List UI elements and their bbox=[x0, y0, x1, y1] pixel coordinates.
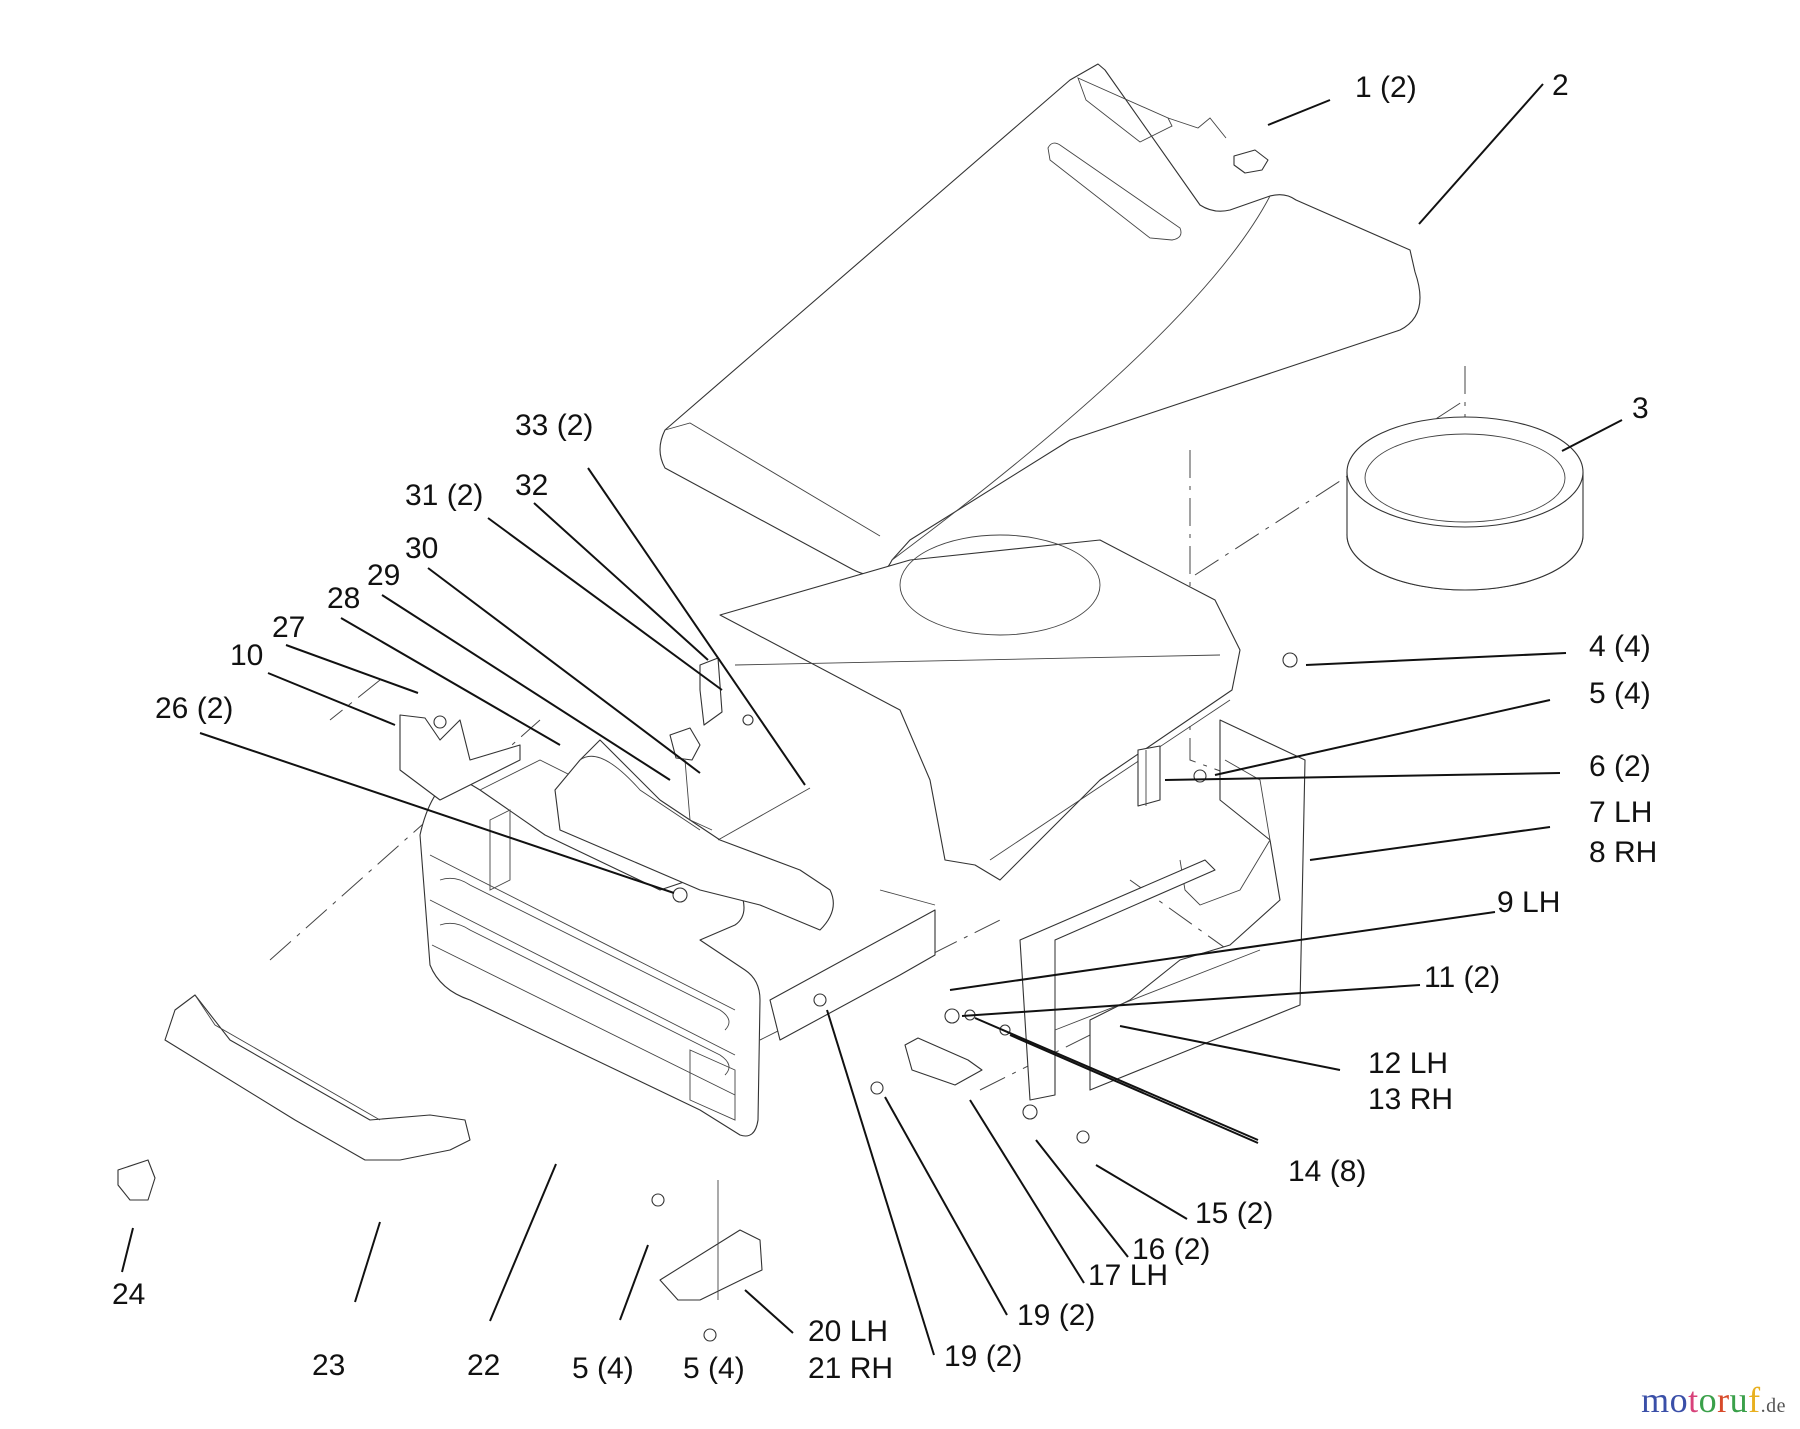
callout-10: 10 bbox=[230, 639, 263, 672]
callout-9: 9 LH bbox=[1497, 886, 1560, 919]
part-strap[interactable] bbox=[904, 1037, 983, 1086]
callout-33: 33 (2) bbox=[515, 409, 593, 442]
part-shroud[interactable] bbox=[554, 739, 834, 931]
callout-28: 28 bbox=[327, 582, 360, 615]
callout-1: 1 (2) bbox=[1355, 71, 1417, 104]
fastener-31 bbox=[742, 714, 754, 726]
callout-12: 12 LH bbox=[1368, 1047, 1448, 1080]
watermark-letter: o bbox=[1669, 1380, 1689, 1420]
watermark-logo: motoruf.de bbox=[1641, 1379, 1786, 1421]
watermark-letter: o bbox=[1698, 1380, 1718, 1420]
screw-5b bbox=[651, 1193, 665, 1207]
watermark-letter: t bbox=[1688, 1380, 1699, 1420]
callout-24: 24 bbox=[112, 1278, 145, 1311]
callout-5a: 5 (4) bbox=[1589, 677, 1651, 710]
clip-4 bbox=[1282, 652, 1298, 668]
callout-16: 16 (2) bbox=[1132, 1233, 1210, 1266]
callout-14: 14 (8) bbox=[1288, 1155, 1366, 1188]
bolt-11 bbox=[944, 1008, 960, 1024]
screw-5c bbox=[703, 1328, 717, 1342]
washer-16 bbox=[1022, 1104, 1038, 1120]
watermark-letter: f bbox=[1748, 1380, 1761, 1420]
callout-22: 22 bbox=[467, 1349, 500, 1382]
part-bracket-9[interactable] bbox=[769, 889, 936, 1041]
watermark-letter: m bbox=[1641, 1380, 1670, 1420]
part-lower-bracket[interactable] bbox=[659, 1180, 763, 1301]
watermark-letter: r bbox=[1717, 1380, 1730, 1420]
nut-19b bbox=[870, 1081, 884, 1095]
callout-20: 20 LH bbox=[808, 1315, 888, 1348]
part-side-panel[interactable] bbox=[1089, 719, 1306, 1091]
callout-13: 13 RH bbox=[1368, 1083, 1453, 1116]
part-lower-grille[interactable] bbox=[164, 994, 471, 1161]
callout-labels: 1 (2) 2 3 4 (4) 5 (4) 6 (2) 7 LH 8 RH 9 … bbox=[112, 69, 1657, 1385]
callout-6: 6 (2) bbox=[1589, 750, 1651, 783]
callout-17: 17 LH bbox=[1088, 1259, 1168, 1292]
callout-7: 7 LH bbox=[1589, 796, 1652, 829]
callout-11: 11 (2) bbox=[1424, 961, 1500, 994]
part-badge[interactable] bbox=[117, 1159, 156, 1201]
part-panel-frame[interactable] bbox=[1019, 859, 1261, 1101]
hardware bbox=[433, 652, 1298, 1342]
part-spring[interactable] bbox=[717, 787, 811, 841]
callout-26: 26 (2) bbox=[155, 692, 233, 725]
leader-lines bbox=[121, 83, 1623, 1356]
clip-27 bbox=[433, 715, 447, 729]
part-hood-bumper[interactable] bbox=[1233, 149, 1269, 174]
part-latch[interactable] bbox=[669, 727, 713, 831]
callout-8: 8 RH bbox=[1589, 836, 1657, 869]
watermark-letter: u bbox=[1729, 1380, 1749, 1420]
part-foam-block[interactable] bbox=[1137, 745, 1161, 807]
callout-19b: 19 (2) bbox=[944, 1340, 1022, 1373]
callout-21: 21 RH bbox=[808, 1352, 893, 1385]
callout-2: 2 bbox=[1552, 69, 1569, 102]
part-hood[interactable] bbox=[659, 63, 1421, 576]
part-hood-bracket[interactable] bbox=[399, 714, 521, 801]
callout-19a: 19 (2) bbox=[1017, 1299, 1095, 1332]
part-dash-panel bbox=[719, 534, 1241, 881]
bolt-15 bbox=[1076, 1130, 1090, 1144]
callout-30: 30 bbox=[405, 532, 438, 565]
part-filter-ring[interactable] bbox=[1346, 416, 1584, 591]
nut-19a bbox=[813, 993, 827, 1007]
callout-23: 23 bbox=[312, 1349, 345, 1382]
watermark-text: motoruf bbox=[1641, 1380, 1761, 1420]
callout-29: 29 bbox=[367, 559, 400, 592]
callout-5c: 5 (4) bbox=[683, 1352, 745, 1385]
callout-5b: 5 (4) bbox=[572, 1352, 634, 1385]
callout-15: 15 (2) bbox=[1195, 1197, 1273, 1230]
callout-27: 27 bbox=[272, 611, 305, 644]
callout-4: 4 (4) bbox=[1589, 630, 1651, 663]
part-latch-bracket[interactable] bbox=[699, 657, 723, 726]
screw-26 bbox=[672, 887, 688, 903]
callout-31: 31 (2) bbox=[405, 479, 483, 512]
watermark-tld: .de bbox=[1760, 1395, 1786, 1417]
callout-3: 3 bbox=[1632, 392, 1649, 425]
callout-32: 32 bbox=[515, 469, 548, 502]
